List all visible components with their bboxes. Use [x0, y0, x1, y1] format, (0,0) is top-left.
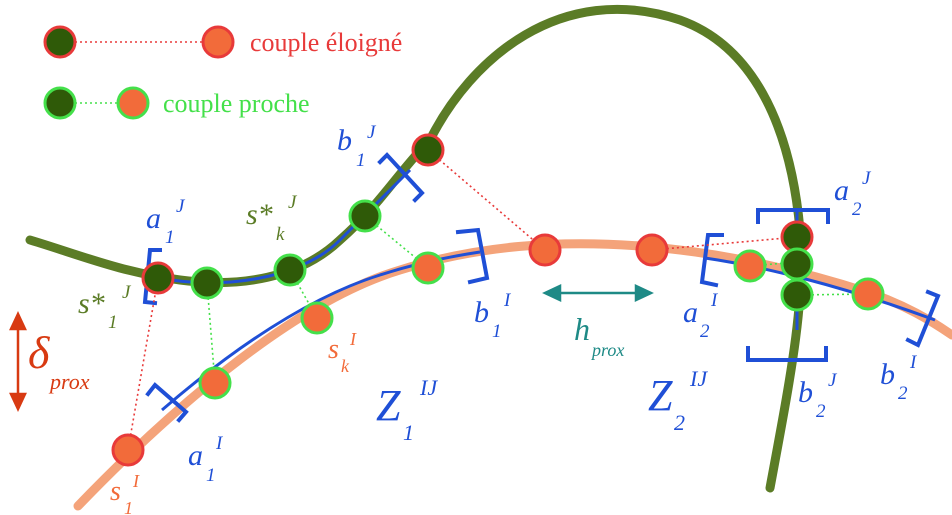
label-delta-prox: δ prox — [28, 327, 90, 394]
point-s1I — [111, 433, 145, 467]
bracket-b2J — [746, 346, 828, 362]
bracket-b2I — [905, 289, 941, 348]
label-Z2: Z IJ 2 — [648, 366, 711, 435]
point-skI — [300, 301, 334, 335]
far-link-s1 — [127, 277, 159, 451]
point-skJ — [273, 253, 307, 287]
point-J-1 — [190, 266, 224, 300]
label-h-prox: h prox — [574, 311, 624, 360]
label-s1J: s* J 1 — [78, 282, 134, 333]
label-a2I: a I 2 — [683, 290, 721, 342]
label-s1I: s I 1 — [110, 471, 143, 515]
point-I-far-2 — [635, 233, 669, 267]
point-I-4 — [733, 249, 767, 283]
near-link-1 — [206, 282, 216, 384]
bracket-a2J — [756, 208, 830, 224]
point-J-3 — [348, 199, 382, 233]
label-b2I: b I 2 — [880, 352, 920, 404]
point-J-5 — [780, 247, 814, 281]
label-a2J: a J 2 — [834, 168, 874, 220]
point-I-1 — [198, 366, 232, 400]
bracket-a1I — [145, 382, 189, 423]
legend-far-orange — [201, 25, 235, 59]
zone-2-I — [704, 256, 936, 322]
point-I-3 — [411, 251, 445, 285]
h-prox-arrow — [542, 284, 654, 302]
label-skJ: s* J k — [246, 192, 300, 245]
label-a1J: a J 1 — [146, 196, 188, 248]
legend-far-label: couple éloigné — [250, 28, 402, 57]
legend-near-orange — [116, 86, 150, 120]
far-link-2 — [651, 236, 798, 251]
label-b2J: b J 2 — [798, 370, 840, 422]
point-b1J — [411, 133, 445, 167]
point-I-far-1 — [528, 233, 562, 267]
label-Z1: Z IJ 1 — [376, 375, 441, 445]
near-link-3 — [364, 215, 429, 269]
legend-near-label: couple proche — [163, 89, 310, 118]
bracket-b1J — [377, 152, 425, 203]
legend-near-dark — [43, 86, 77, 120]
point-I-5 — [851, 277, 885, 311]
label-b1J: b J 1 — [337, 122, 379, 171]
far-link-b1 — [427, 149, 546, 251]
delta-prox-arrow — [9, 311, 27, 412]
bracket-a2I — [699, 233, 724, 288]
legend-far-dark — [43, 25, 77, 59]
point-J-6 — [780, 278, 814, 312]
label-b1I: b I 1 — [474, 290, 514, 342]
bracket-b1I — [455, 227, 490, 285]
label-skI: s I k — [328, 329, 360, 376]
point-s1J — [141, 261, 175, 295]
label-a1I: a I 1 — [188, 433, 226, 486]
